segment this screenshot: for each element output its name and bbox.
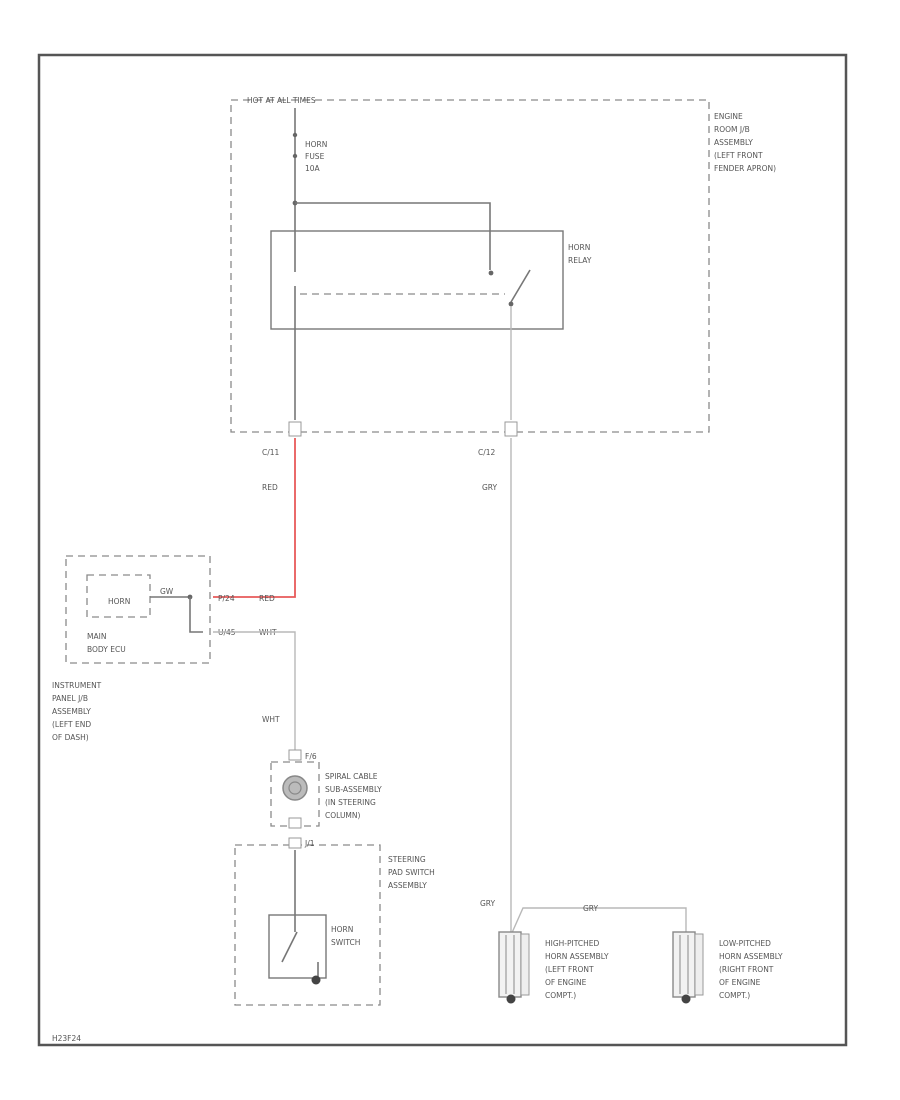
low-horn-ground <box>681 994 691 1004</box>
horn-relay-label-2: RELAY <box>568 256 592 265</box>
red-wire-label: RED <box>262 483 278 492</box>
low-horn-label-3: (RIGHT FRONT <box>719 965 774 974</box>
main-body-ecu-label-2: BODY ECU <box>87 645 126 654</box>
ip-jb-label-4: (LEFT END <box>52 720 91 729</box>
spiral-label-1: SPIRAL CABLE <box>325 772 378 781</box>
ecu-pin-red-label: P/24 <box>218 594 235 603</box>
ecu-horn-label: HORN <box>108 597 130 606</box>
engine-room-jb-label-3: ASSEMBLY <box>714 138 753 147</box>
high-horn-label-5: COMPT.) <box>545 991 576 1000</box>
ecu-wht-internal-wire <box>189 597 203 633</box>
spiral-label-4: COLUMN) <box>325 811 361 820</box>
high-pitched-horn-body <box>498 931 522 998</box>
connector-c11 <box>288 421 302 437</box>
ip-jb-label-3: ASSEMBLY <box>52 707 91 716</box>
ip-jb-label-1: INSTRUMENT <box>52 681 102 690</box>
spiral-connector-bottom <box>288 817 302 829</box>
relay-switch-blade <box>510 269 531 303</box>
low-horn-label-2: HORN ASSEMBLY <box>719 952 783 961</box>
wht-wire <box>213 631 296 750</box>
relay-contact-fixed <box>488 270 494 276</box>
red-wire <box>213 438 296 598</box>
steering-pad-label-3: ASSEMBLY <box>388 881 427 890</box>
engine-room-jb-label-1: ENGINE <box>714 112 743 121</box>
gry-wire-label-1: GRY <box>482 483 498 492</box>
horn-switch-ground <box>311 975 321 985</box>
spiral-cable-symbol <box>282 775 308 801</box>
horn-fuse-label-1: HORN <box>305 140 327 149</box>
spiral-connector-top <box>288 749 302 761</box>
low-horn-label-4: OF ENGINE <box>719 978 761 987</box>
low-horn-connector <box>694 933 704 996</box>
high-horn-label-3: (LEFT FRONT <box>545 965 594 974</box>
gry-wire-label-3: GRY <box>583 904 599 913</box>
steering-pad-label-1: STEERING <box>388 855 426 864</box>
engine-room-jb-label-4: (LEFT FRONT <box>714 151 763 160</box>
horn-fuse-label-3: 10A <box>305 164 321 173</box>
low-horn-label-5: COMPT.) <box>719 991 750 1000</box>
connector-c12 <box>504 421 518 437</box>
ip-jb-label-2: PANEL J/B <box>52 694 88 703</box>
ip-jb-label-5: OF DASH) <box>52 733 89 742</box>
main-body-ecu-boundary <box>65 555 211 664</box>
horn-switch-blade <box>281 931 298 963</box>
spiral-cable-inner <box>288 781 302 795</box>
horn-fuse-label-2: FUSE <box>305 152 325 161</box>
diagram-id-label: H23F24 <box>52 1034 81 1043</box>
engine-room-jb-label-5: FENDER APRON) <box>714 164 776 173</box>
low-horn-label-1: LOW-PITCHED <box>719 939 771 948</box>
main-body-ecu-label-1: MAIN <box>87 632 106 641</box>
horn-relay-box <box>270 230 564 330</box>
spiral-label-2: SUB-ASSEMBLY <box>325 785 382 794</box>
spiral-pin-label: F/6 <box>305 752 317 761</box>
fuse-bottom-terminal <box>292 153 298 159</box>
ecu-wire-red-label: RED <box>259 594 275 603</box>
relay-contact-pivot <box>508 301 514 307</box>
high-horn-connector <box>520 933 530 996</box>
horn-switch-box <box>268 914 327 979</box>
gry-wire-to-low-horn <box>510 907 687 936</box>
connector-c12-label: C/12 <box>478 448 496 457</box>
diagram-frame <box>37 53 848 1047</box>
fuse-top-terminal <box>292 132 298 138</box>
horn-relay-label-1: HORN <box>568 243 590 252</box>
horn-switch-label-1: HORN <box>331 925 353 934</box>
hot-at-all-times-label: HOT AT ALL TIMES <box>247 96 316 105</box>
relay-switch-feed-wire <box>295 202 491 270</box>
connector-c11-label: C/11 <box>262 448 280 457</box>
high-horn-label-1: HIGH-PITCHED <box>545 939 600 948</box>
horn-switch-label-2: SWITCH <box>331 938 360 947</box>
low-pitched-horn-body <box>672 931 696 998</box>
steering-pad-boundary <box>234 844 381 1006</box>
spiral-label-3: (IN STEERING <box>325 798 376 807</box>
engine-room-jb-boundary <box>230 99 710 433</box>
ecu-horn-block <box>86 574 151 618</box>
steer-connector <box>288 837 302 849</box>
steering-pad-label-2: PAD SWITCH <box>388 868 435 877</box>
high-horn-label-4: OF ENGINE <box>545 978 587 987</box>
gry-wire-label-2: GRY <box>480 899 496 908</box>
wht-wire-label: WHT <box>262 715 280 724</box>
high-horn-ground <box>506 994 516 1004</box>
ecu-gw-label: GW <box>160 587 174 596</box>
high-horn-label-2: HORN ASSEMBLY <box>545 952 609 961</box>
engine-room-jb-label-2: ROOM J/B <box>714 125 750 134</box>
steer-pin-label: J/1 <box>304 839 315 848</box>
